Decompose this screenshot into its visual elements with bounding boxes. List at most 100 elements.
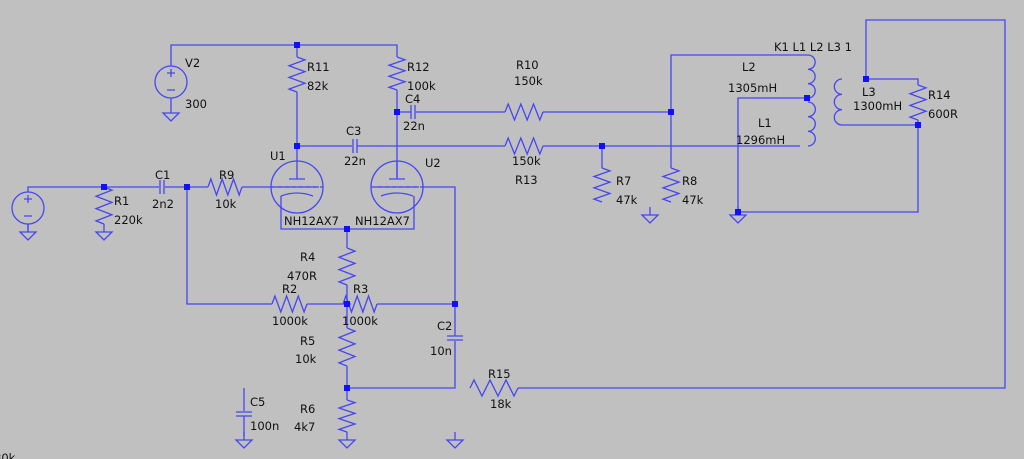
resistor-r7[interactable] xyxy=(592,167,612,203)
capacitor-c2[interactable] xyxy=(447,335,463,341)
junction-dot xyxy=(294,143,300,149)
resistor-icon xyxy=(661,167,681,203)
resistor-r5[interactable] xyxy=(337,327,357,367)
r10-value: 150k xyxy=(514,74,543,88)
c3-name: C3 xyxy=(346,124,361,138)
r15-name: R15 xyxy=(488,367,511,381)
inductor-icon xyxy=(807,101,816,147)
wire-r15-loop[interactable] xyxy=(518,19,1006,389)
polarity-icon xyxy=(24,195,32,232)
resistor-r13[interactable] xyxy=(504,136,544,156)
resistor-r9[interactable] xyxy=(207,177,243,197)
resistor-r4[interactable] xyxy=(337,247,357,286)
r13-value: 150k xyxy=(512,154,541,168)
polarity-icon xyxy=(167,69,175,106)
resistor-icon xyxy=(387,56,407,91)
ground-icon xyxy=(94,224,114,241)
r4-name: R4 xyxy=(300,250,315,264)
voltage-source-v2[interactable] xyxy=(154,65,188,106)
resistor-icon xyxy=(592,167,612,203)
triode-u1[interactable] xyxy=(270,160,324,214)
junction-dot xyxy=(668,109,674,115)
wire-u2-out[interactable] xyxy=(347,186,456,389)
ground-v2[interactable] xyxy=(161,105,181,122)
ground-icon xyxy=(161,105,181,122)
triode-u2[interactable] xyxy=(370,160,424,214)
r14-name: R14 xyxy=(928,88,951,102)
c1-name: C1 xyxy=(155,168,170,182)
u2-name: U2 xyxy=(425,156,441,170)
u2-model: NH12AX7 xyxy=(355,214,410,228)
junction-dot xyxy=(184,184,190,190)
resistor-r3[interactable] xyxy=(342,294,378,314)
inductor-l1[interactable] xyxy=(807,101,816,147)
resistor-r6[interactable] xyxy=(336,399,358,433)
ground-c5[interactable] xyxy=(234,432,254,449)
resistor-r15[interactable] xyxy=(469,378,519,398)
l3-name: L3 xyxy=(862,85,876,99)
r9-value: 10k xyxy=(215,197,237,211)
k1-directive[interactable]: K1 L1 L2 L3 1 xyxy=(774,40,852,54)
resistor-r1[interactable] xyxy=(94,186,114,225)
junction-dot xyxy=(344,301,350,307)
l2-value: 1305mH xyxy=(728,81,777,95)
resistor-r14[interactable] xyxy=(908,84,928,121)
resistor-r11[interactable] xyxy=(287,56,307,93)
capacitor-c1[interactable] xyxy=(159,180,165,194)
ground-icon xyxy=(234,432,254,449)
inductor-l2[interactable] xyxy=(807,54,816,99)
triode-electrodes-icon xyxy=(375,161,419,197)
l3-value: 1300mH xyxy=(853,99,902,113)
resistor-r8[interactable] xyxy=(661,167,681,203)
c4-value: 22n xyxy=(403,119,425,133)
c1-value: 2n2 xyxy=(152,197,174,211)
capacitor-c4[interactable] xyxy=(410,105,416,119)
ground-icon xyxy=(18,224,38,241)
inductor-l3[interactable] xyxy=(833,78,843,126)
inductor-icon xyxy=(807,54,816,99)
r7-name: R7 xyxy=(616,174,631,188)
wire-supply[interactable] xyxy=(170,44,398,66)
l1-name: L1 xyxy=(758,116,772,130)
capacitor-c3[interactable] xyxy=(352,139,358,153)
ground-floating-2[interactable] xyxy=(640,207,660,224)
wire-r12-plate[interactable] xyxy=(396,90,671,178)
r4-value: 470R xyxy=(287,269,317,283)
c2-value: 10n xyxy=(430,344,452,358)
junction-dot xyxy=(344,226,350,232)
junction-dot xyxy=(452,301,458,307)
resistor-r2[interactable] xyxy=(271,294,308,314)
resistor-icon xyxy=(336,399,358,433)
junction-dot xyxy=(915,122,921,128)
r10-name: R10 xyxy=(516,58,539,72)
r7-value: 47k xyxy=(616,193,638,207)
r2-name: R2 xyxy=(282,282,297,296)
junction-dot xyxy=(294,42,300,48)
components xyxy=(11,42,928,449)
r13-name: R13 xyxy=(515,173,538,187)
v2-name: V2 xyxy=(185,56,200,70)
wire-feedback[interactable] xyxy=(186,187,343,305)
c4-name: C4 xyxy=(405,92,420,106)
junction-dot xyxy=(101,184,107,190)
resistor-r12[interactable] xyxy=(387,56,407,91)
ground-floating[interactable] xyxy=(445,432,465,449)
ground-input[interactable] xyxy=(18,224,38,241)
ground-r1[interactable] xyxy=(94,224,114,241)
junction-dot xyxy=(599,143,605,149)
r6-value: 4k7 xyxy=(294,420,315,434)
ground-r6[interactable] xyxy=(337,432,357,449)
resistor-r10[interactable] xyxy=(504,102,544,122)
r11-value: 82k xyxy=(307,79,329,93)
l1-value: 1296mH xyxy=(736,133,785,147)
r1-value: 220k xyxy=(114,213,143,227)
c5-name: C5 xyxy=(250,395,265,409)
capacitor-c5[interactable] xyxy=(236,411,252,417)
wire-l2-top[interactable] xyxy=(670,54,808,168)
r3-name: R3 xyxy=(353,282,368,296)
r15-value: 18k xyxy=(490,397,512,411)
r14-value: 600R xyxy=(928,107,958,121)
r9-name: R9 xyxy=(219,168,234,182)
